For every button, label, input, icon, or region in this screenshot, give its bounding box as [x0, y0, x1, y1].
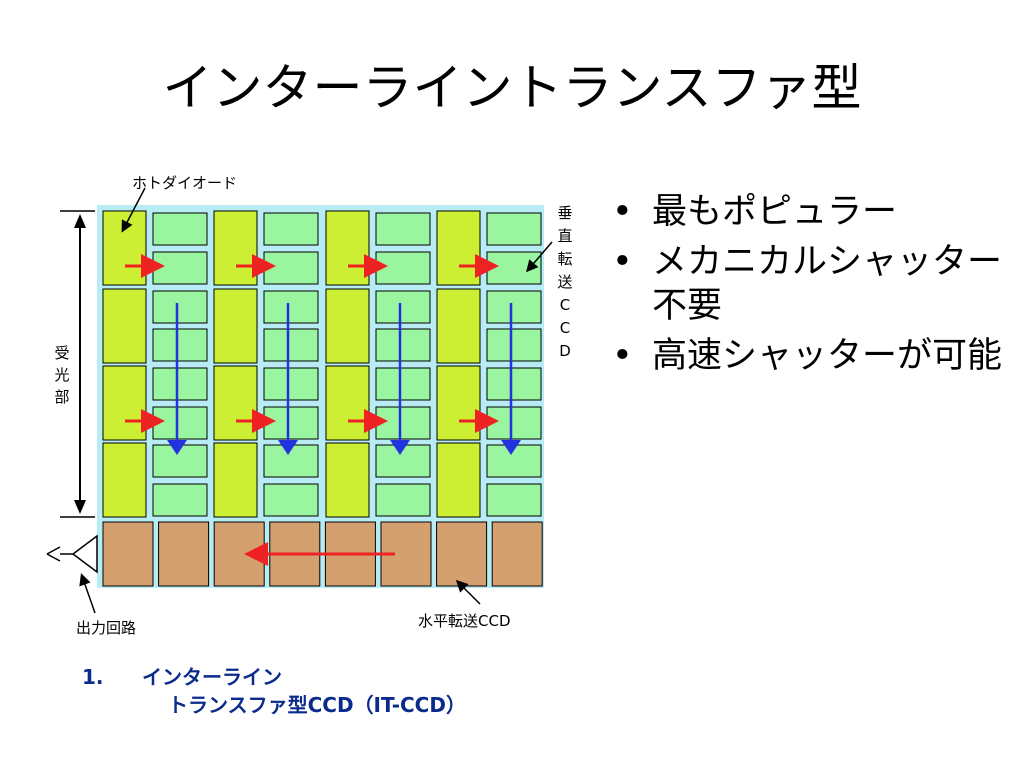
photodiode-group	[102, 210, 481, 518]
vertical-ccd-cell	[263, 444, 319, 478]
light-receiving-label-char: 部	[54, 388, 69, 406]
vertical-ccd-cell	[152, 212, 208, 246]
light-receiving-dimension	[60, 210, 95, 518]
horizontal-ccd-cell	[158, 521, 210, 587]
vertical-ccd-cell	[486, 251, 542, 285]
vertical-ccd-label-char: D	[559, 342, 571, 360]
caption-number: 1.	[82, 665, 104, 689]
photodiode-cell	[213, 442, 258, 518]
vertical-ccd-cell	[263, 406, 319, 440]
vertical-ccd-cell	[263, 328, 319, 362]
vertical-ccd-cell	[263, 290, 319, 324]
bullet-item: • 最もポピュラー	[612, 190, 1012, 234]
vertical-ccd-cell	[486, 444, 542, 478]
photodiode-cell	[102, 288, 147, 364]
photodiode-leader	[121, 187, 146, 233]
photodiode-cell	[436, 288, 481, 364]
vertical-ccd-label-char: 直	[557, 227, 572, 245]
bullet-marker: •	[612, 242, 633, 282]
photodiode-cell	[213, 365, 258, 441]
vertical-ccd-cell	[263, 251, 319, 285]
vertical-ccd-cell	[486, 328, 542, 362]
horizontal-ccd-cell	[102, 521, 154, 587]
output-amplifier-icon	[46, 534, 98, 574]
vertical-ccd-cell	[152, 367, 208, 401]
vertical-ccd-cell	[486, 212, 542, 246]
vertical-ccd-cell	[375, 444, 431, 478]
caption-line-1: インターライン	[142, 665, 282, 689]
horizontal-ccd-label: 水平転送CCD	[418, 612, 511, 630]
output-circuit-label: 出力回路	[76, 619, 136, 637]
photodiode-cell	[102, 442, 147, 518]
horizontal-ccd-cell	[491, 521, 543, 587]
vertical-ccd-cell	[375, 251, 431, 285]
vertical-ccd-cell	[152, 251, 208, 285]
vertical-ccd-cell	[152, 406, 208, 440]
vertical-ccd-cell	[152, 290, 208, 324]
bullet-item: • メカニカルシャッター不要	[612, 240, 1012, 328]
light-receiving-label-char: 光	[54, 366, 69, 384]
slide-title: インターライントランスファ型	[162, 59, 862, 117]
bullet-marker: •	[612, 336, 633, 376]
vertical-ccd-cell	[375, 212, 431, 246]
vertical-ccd-cell	[486, 406, 542, 440]
vertical-ccd-label-char: 転	[557, 250, 572, 268]
light-receiving-label: 受光部	[54, 344, 69, 406]
vertical-ccd-cell	[486, 367, 542, 401]
horizontal-ccd-group	[102, 521, 543, 587]
photodiode-cell	[102, 365, 147, 441]
vertical-ccd-cell	[152, 483, 208, 517]
bullet-item: • 高速シャッターが可能	[612, 334, 1012, 378]
horizontal-ccd-cell	[436, 521, 488, 587]
vertical-ccd-cell	[486, 290, 542, 324]
photodiode-cell	[325, 442, 370, 518]
output-circuit-leader	[79, 573, 96, 614]
photodiode-cell	[325, 288, 370, 364]
vertical-ccd-cell	[375, 367, 431, 401]
light-receiving-label-char: 受	[54, 344, 69, 362]
photodiode-cell	[436, 442, 481, 518]
vertical-ccd-cell	[152, 328, 208, 362]
vertical-ccd-label-char: C	[560, 296, 570, 314]
vertical-ccd-cell	[152, 444, 208, 478]
vertical-ccd-cell	[486, 483, 542, 517]
transfer-arrows-red	[125, 254, 499, 433]
vertical-ccd-leader	[526, 241, 553, 273]
vertical-ccd-label-char: C	[560, 319, 570, 337]
transfer-arrows-blue	[167, 303, 521, 455]
horizontal-ccd-leader	[455, 579, 481, 605]
photodiode-cell	[213, 288, 258, 364]
bullet-text: 最もポピュラー	[652, 192, 898, 232]
photodiode-cell	[102, 210, 147, 286]
bullet-text: メカニカルシャッター不要	[652, 242, 1003, 326]
vertical-ccd-cell	[263, 483, 319, 517]
photodiode-cell	[436, 365, 481, 441]
bullet-list: • 最もポピュラー • メカニカルシャッター不要 • 高速シャッターが可能	[612, 190, 1012, 384]
photodiode-cell	[436, 210, 481, 286]
vertical-ccd-label-char: 送	[557, 273, 572, 291]
vertical-ccd-cell	[375, 483, 431, 517]
vertical-ccd-cell	[375, 406, 431, 440]
photodiode-label: ホトダイオード	[132, 174, 237, 192]
photodiode-cell	[213, 210, 258, 286]
bullet-text: 高速シャッターが可能	[652, 336, 1003, 376]
bullet-marker: •	[612, 192, 633, 232]
caption-line-2: トランスファ型CCD（IT-CCD）	[168, 693, 466, 717]
vertical-ccd-cell	[375, 328, 431, 362]
photodiode-cell	[325, 365, 370, 441]
photodiode-cell	[325, 210, 370, 286]
vertical-ccd-cell	[375, 290, 431, 324]
vertical-ccd-group	[152, 212, 542, 517]
vertical-ccd-cell	[263, 212, 319, 246]
vertical-ccd-label-char: 垂	[557, 204, 572, 222]
vertical-ccd-cell	[263, 367, 319, 401]
